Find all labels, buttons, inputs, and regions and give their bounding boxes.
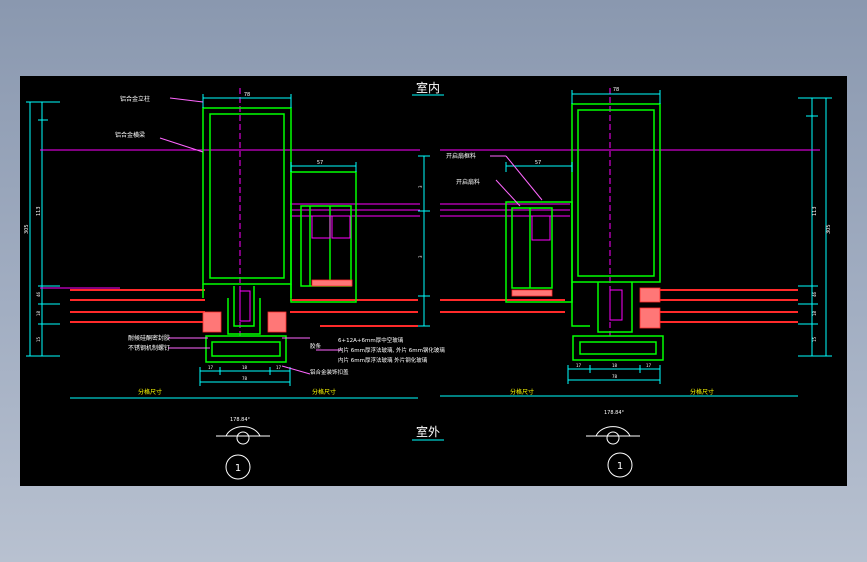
left-dim-bottom-total: 78 — [242, 376, 248, 381]
right-span-label-2: 分格尺寸 — [690, 388, 714, 396]
callout-mullion: 铝合金立柱 — [120, 95, 150, 103]
right-dim-18: 18 — [812, 310, 817, 316]
left-dim-right: 57 — [317, 160, 323, 166]
right-span-label: 分格尺寸 — [510, 388, 534, 396]
left-angle-label: 178.84° — [230, 417, 250, 423]
right-dim-bottom-c: 17 — [646, 363, 652, 368]
left-dim-305: 305 — [24, 224, 30, 234]
right-dim-46: 46 — [812, 291, 817, 297]
left-section: 305 113 46 18 15 3 3 — [24, 88, 445, 480]
right-dim-113: 113 — [812, 206, 818, 216]
left-span-label: 分格尺寸 — [138, 388, 162, 396]
right-dim-bottom-b: 18 — [612, 363, 618, 368]
right-detail-number: 1 — [617, 461, 623, 472]
right-dim-305: 305 — [826, 224, 832, 234]
right-dim-15: 15 — [812, 336, 817, 342]
cover-note: 铝合金装饰扣盖 — [310, 368, 349, 376]
callout-sealant: 耐候硅酮密封胶 — [128, 334, 170, 342]
section-drawing: 室内 室外 305 113 46 18 15 3 3 — [24, 80, 832, 480]
left-right-dim-a: 3 — [418, 185, 423, 188]
left-dim-113: 113 — [36, 206, 42, 216]
glass-note-1: 6+12A+6mm厚中空玻璃 — [338, 336, 404, 344]
gasket-note: 胶条 — [310, 342, 322, 350]
left-dim-bottom-b: 18 — [242, 365, 248, 370]
cad-viewport[interactable]: 室内 室外 305 113 46 18 15 3 3 — [20, 76, 847, 486]
right-section: 305 113 46 18 15 — [440, 87, 832, 478]
left-span-label-2: 分格尺寸 — [312, 388, 336, 396]
right-dim-bottom-a: 17 — [576, 363, 582, 368]
glass-note-3: 内片 6mm厚浮法玻璃 外片钢化玻璃 — [338, 356, 428, 364]
callout-screw: 不锈钢机制螺钉 — [128, 344, 170, 352]
left-dim-15: 15 — [36, 336, 41, 342]
left-vertical-dimensions — [26, 101, 60, 357]
left-dim-18: 18 — [36, 310, 41, 316]
right-dim-left: 57 — [535, 160, 541, 166]
interior-label: 室内 — [416, 80, 440, 95]
right-dim-bottom-total: 78 — [612, 374, 618, 379]
left-dim-bottom-a: 17 — [208, 365, 214, 370]
left-detail-number: 1 — [235, 463, 241, 474]
callout-transom: 铝合金横梁 — [115, 131, 145, 139]
callout-vent-sash: 开启扇料 — [456, 178, 480, 186]
callout-vent-frame: 开启扇框料 — [446, 152, 476, 160]
right-angle-label: 178.84° — [604, 410, 624, 416]
right-dim-top: 78 — [613, 87, 619, 93]
glass-note-2: 内片 6mm厚浮法玻璃, 外片 6mm钢化玻璃 — [338, 346, 445, 354]
exterior-label: 室外 — [416, 424, 440, 439]
left-dim-46: 46 — [36, 291, 41, 297]
left-dim-top: 78 — [244, 92, 250, 98]
left-dim-bottom-c: 17 — [276, 365, 282, 370]
left-right-dim-b: 3 — [418, 255, 423, 258]
